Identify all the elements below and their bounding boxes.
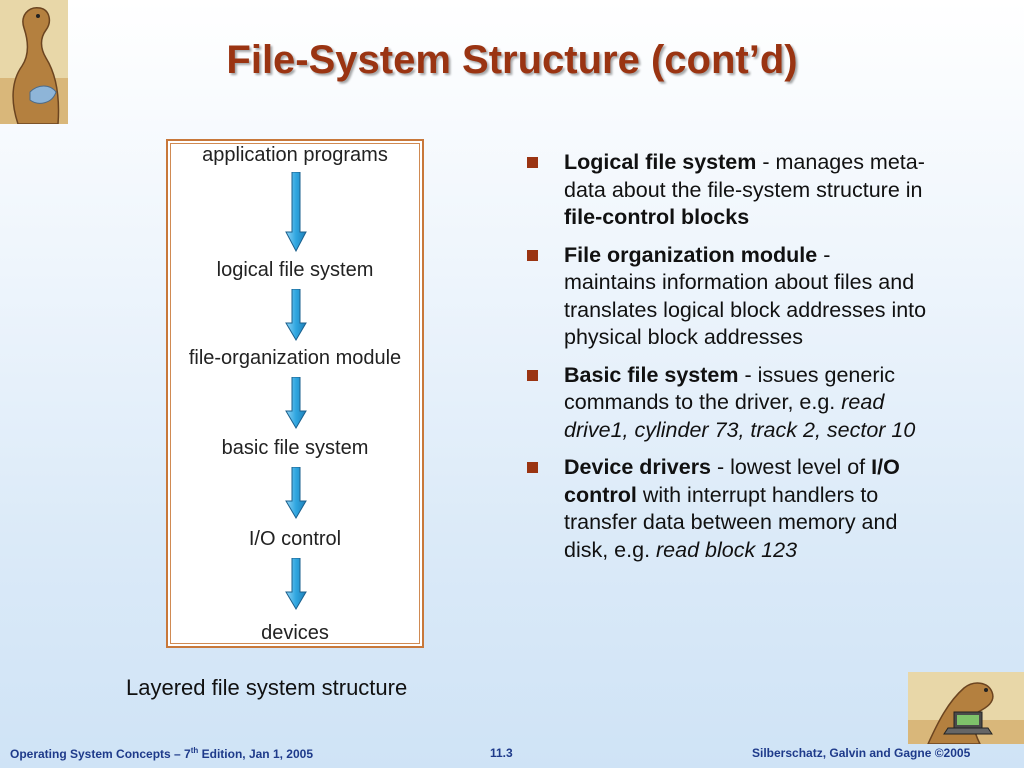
bullet-example: read block 123 [656, 537, 798, 562]
layer-devices: devices [261, 622, 329, 644]
square-bullet-icon [527, 369, 538, 381]
bullet-text: - lowest level of [711, 455, 872, 479]
arrow-down-icon [285, 172, 307, 252]
diagram-caption: Layered file system structure [126, 675, 408, 700]
footer-slide-number: 11.3 [490, 746, 513, 760]
bullet-list: Logical file system - manages meta-data … [527, 149, 927, 574]
layer-basic-file-system: basic file system [221, 437, 369, 459]
arrow-down-icon [285, 558, 307, 610]
bullet-bold-term: File organization module [564, 242, 818, 267]
square-bullet-icon [527, 249, 538, 261]
layer-logical-file-system: logical file system [216, 259, 374, 281]
layer-application-programs: application programs [202, 144, 388, 166]
bullet-item: Logical file system - manages meta-data … [527, 149, 927, 232]
arrow-down-icon [285, 289, 307, 341]
bullet-bold-term: Device drivers [564, 455, 712, 479]
bullet-example: read drive1, cylinder 73, track 2, secto… [564, 390, 916, 442]
bullet-item: Device drivers - lowest level of I/O con… [527, 454, 927, 564]
bullet-text: with interrupt handlers to transfer data… [564, 482, 898, 562]
bullet-item: Basic file system - issues generic comma… [527, 362, 927, 445]
bullet-bold-term: Logical file system [564, 150, 757, 174]
arrow-down-icon [285, 377, 307, 429]
bullet-text: - maintains information about files and … [564, 242, 927, 350]
bullet-bold-term: Basic file system [564, 362, 739, 387]
square-bullet-icon [527, 157, 538, 168]
footer-copyright: Silberschatz, Galvin and Gagne ©2005 [752, 746, 971, 760]
bullet-item: File organization module - maintains inf… [527, 242, 927, 352]
bullet-bold-term: file-control blocks [564, 205, 750, 229]
layer-file-organization-module: file-organization module [188, 347, 402, 369]
slide-title: File-System Structure (cont’d) [226, 38, 798, 82]
bullet-bold-term: I/O control [564, 455, 900, 507]
dinosaur-illustration [0, 0, 68, 124]
square-bullet-icon [527, 462, 538, 473]
arrow-down-icon [285, 467, 307, 519]
bullet-text: - manages meta-data about the file-syste… [564, 150, 925, 202]
dinosaur-laptop-illustration [908, 672, 1024, 744]
layer-io-control: I/O control [248, 528, 342, 550]
bullet-text: - issues generic commands to the driver,… [564, 362, 896, 415]
footer-book-info: Operating System Concepts – 7th Edition,… [10, 746, 314, 761]
